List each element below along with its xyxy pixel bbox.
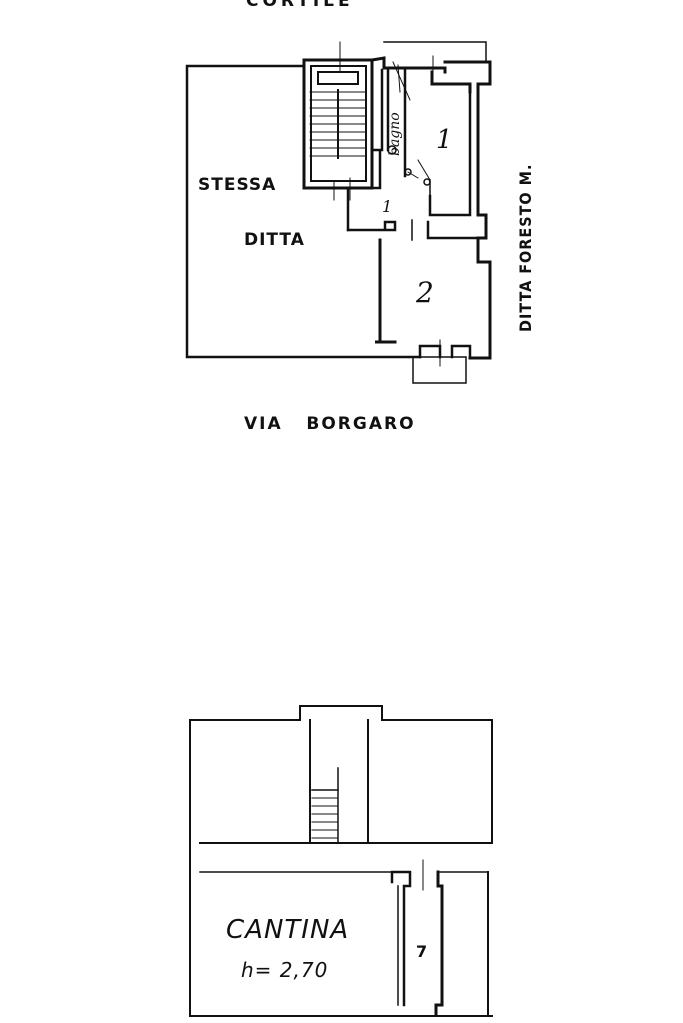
staircase <box>302 41 374 201</box>
upper-floor-plan: CORTILE <box>185 0 535 434</box>
room-2-label: 2 <box>415 276 434 309</box>
stessa-label: STESSA <box>198 175 276 195</box>
cortile-label: CORTILE <box>246 0 354 11</box>
cellar-staircase <box>311 767 339 844</box>
cantina-title: CANTINA <box>226 915 349 945</box>
via-borgaro-label: VIA BORGARO <box>244 414 416 434</box>
ditta-foresto-label: DITTA FORESTO M. <box>516 164 535 332</box>
ditta-label: DITTA <box>244 230 305 250</box>
apartment-walls <box>346 41 492 384</box>
cantina-unit-number: 7 <box>416 942 427 961</box>
outer-wall-left-block <box>185 64 422 359</box>
cantina-unit <box>390 859 444 1016</box>
corridor-1-label: 1 <box>382 197 392 216</box>
cantina-height: h= 2,70 <box>241 958 328 982</box>
bagno-label: bagno <box>387 112 403 156</box>
cellar-plan: CANTINA h= 2,70 7 <box>189 705 493 1017</box>
room-1-label: 1 <box>436 125 453 155</box>
